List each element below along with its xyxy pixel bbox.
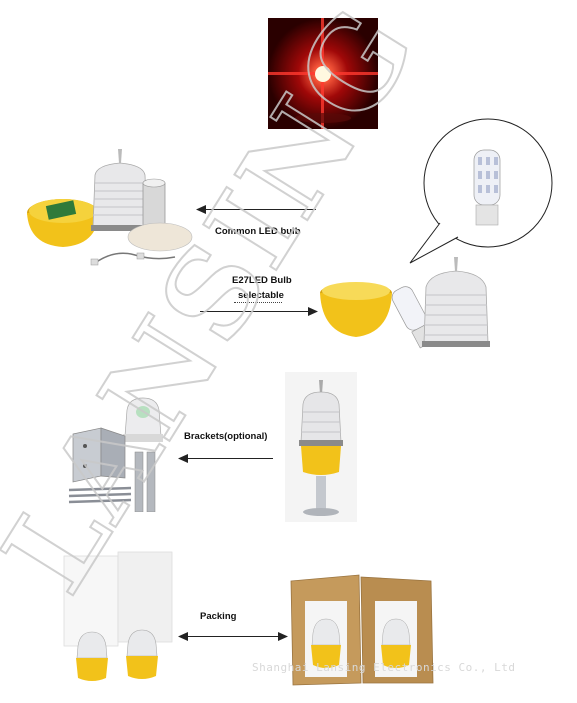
label-e27-line2: selectable <box>238 290 284 301</box>
mounted-light-photo <box>285 372 357 522</box>
arrow-brackets-line <box>185 458 273 459</box>
cardboard-packing-photo <box>290 574 434 686</box>
label-brackets: Brackets(optional) <box>184 431 268 442</box>
arrow-left-icon-3 <box>178 632 188 641</box>
watermark-text: LANSING <box>0 0 444 616</box>
arrow-left-icon <box>196 205 206 214</box>
label-packing: Packing <box>200 611 237 622</box>
common-led-light-parts <box>27 149 193 266</box>
arrow-right-icon-2 <box>278 632 288 641</box>
label-common-led-bulb: Common LED bulb <box>215 226 301 237</box>
label-underline <box>234 302 282 303</box>
arrow-right-icon <box>308 307 318 316</box>
arrow-common-line <box>203 209 316 210</box>
foam-packing-photo <box>63 551 173 681</box>
arrow-e27-line <box>200 311 310 312</box>
e27-light-assembly <box>320 257 490 349</box>
arrow-left-icon-2 <box>178 454 188 463</box>
brackets-parts <box>68 397 163 512</box>
label-e27-line1: E27LED Bulb <box>232 275 292 286</box>
red-light-photo <box>268 18 378 129</box>
e27-bulb-callout <box>409 118 553 264</box>
company-watermark: Shanghai Lansing Electronics Co., Ltd <box>252 661 516 674</box>
arrow-packing-line <box>185 636 280 637</box>
